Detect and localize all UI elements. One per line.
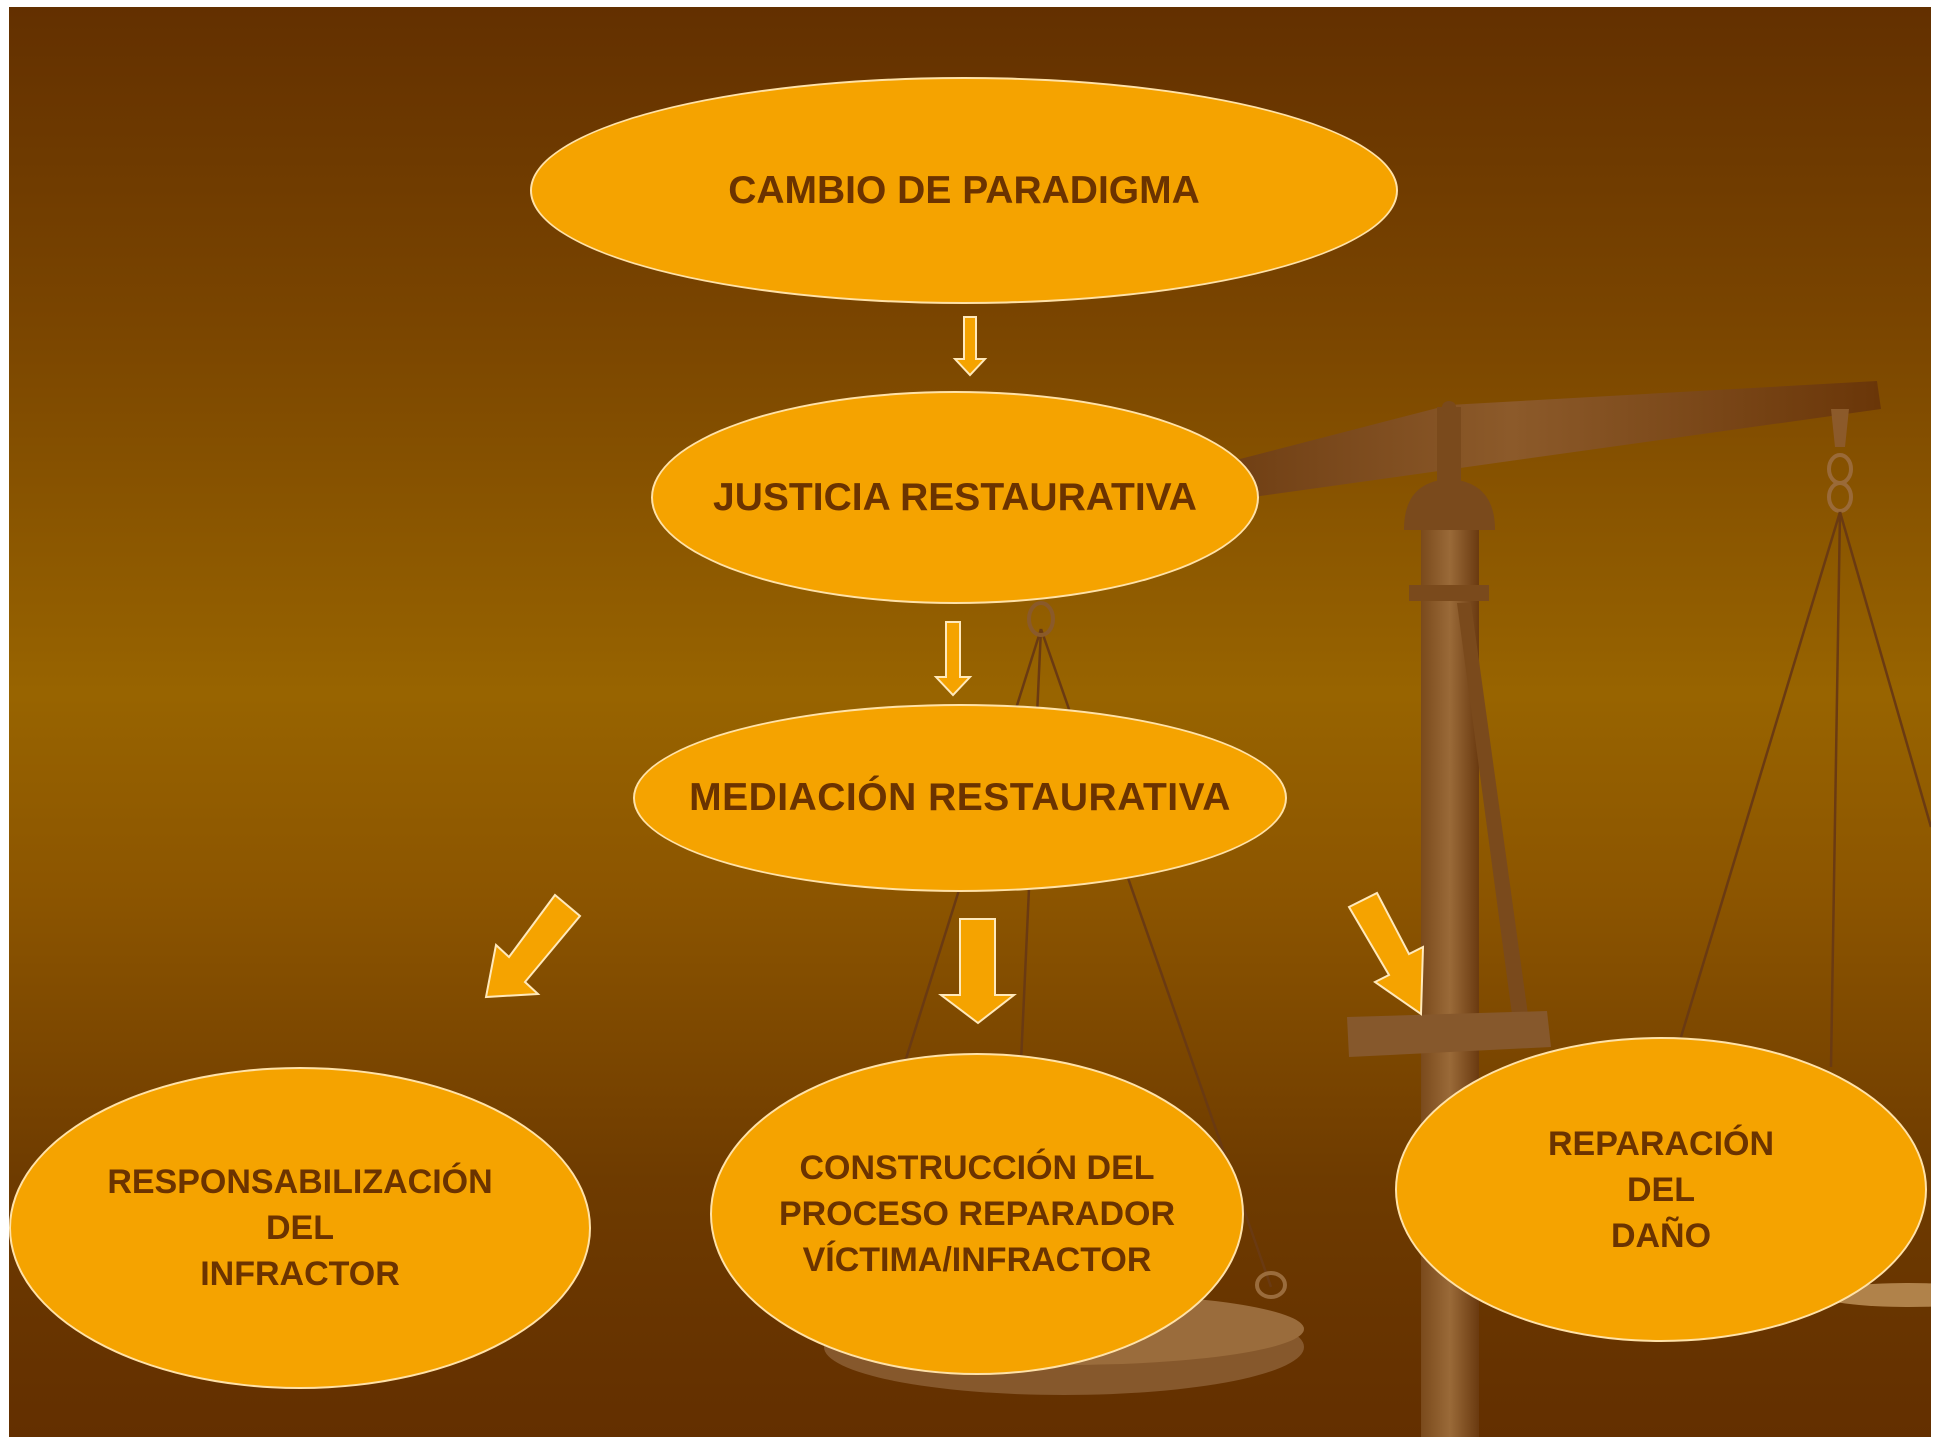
left-pan-hook: [1027, 601, 1055, 637]
node-construccion-del-proceso-reparador: CONSTRUCCIÓN DEL PROCESO REPARADOR VÍCTI…: [710, 1053, 1244, 1375]
node-label: RESPONSABILIZACIÓN DEL INFRACTOR: [107, 1163, 493, 1293]
scale-beam: [1209, 381, 1881, 499]
node-justicia-restaurativa: JUSTICIA RESTAURATIVA: [651, 391, 1259, 604]
scale-pivot: [1404, 479, 1495, 530]
node-mediacion-restaurativa: MEDIACIÓN RESTAURATIVA: [633, 704, 1287, 892]
node-responsabilizacion-del-infractor: RESPONSABILIZACIÓN DEL INFRACTOR: [9, 1067, 591, 1389]
node-label: MEDIACIÓN RESTAURATIVA: [689, 776, 1231, 819]
node-reparacion-del-dano: REPARACIÓN DEL DAÑO: [1395, 1037, 1927, 1342]
node-label: CONSTRUCCIÓN DEL PROCESO REPARADOR VÍCTI…: [778, 1149, 1176, 1279]
right-pan-hook: [1827, 453, 1853, 485]
scale-crossbar: [1347, 1011, 1551, 1057]
node-label: REPARACIÓN DEL DAÑO: [1547, 1124, 1775, 1255]
slide: CAMBIO DE PARADIGMA JUSTICIA RESTAURATIV…: [9, 7, 1931, 1437]
node-cambio-de-paradigma: CAMBIO DE PARADIGMA: [530, 77, 1398, 304]
node-label: CAMBIO DE PARADIGMA: [728, 168, 1200, 212]
node-label: JUSTICIA RESTAURATIVA: [713, 475, 1197, 519]
right-pan-strings: [1679, 511, 1931, 1068]
